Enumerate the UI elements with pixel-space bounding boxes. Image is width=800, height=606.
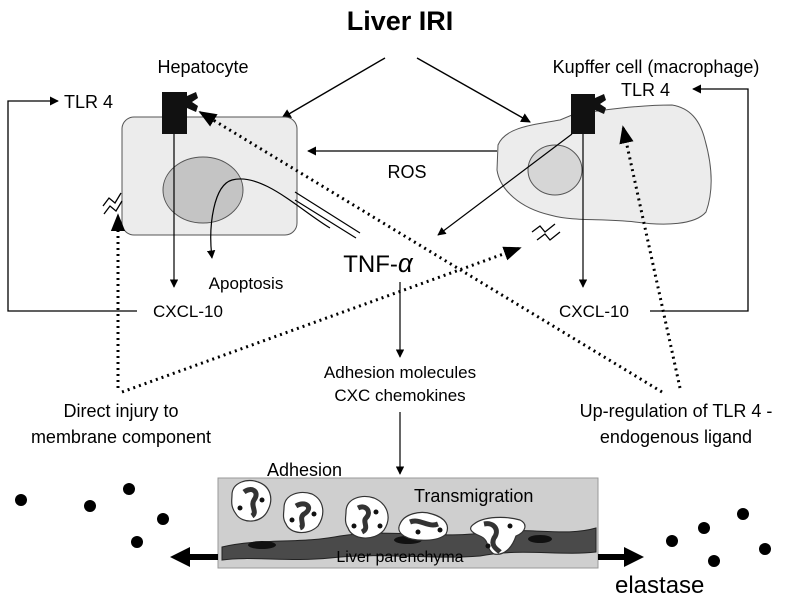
diagram-title: Liver IRI bbox=[347, 6, 454, 36]
upregulation-line2: endogenous ligand bbox=[600, 427, 752, 447]
neutrophil-1 bbox=[231, 479, 272, 522]
tnf-alpha-label: TNF-α bbox=[343, 248, 414, 278]
elastase-label: elastase bbox=[615, 572, 704, 599]
tnf-link-hepatocyte-b bbox=[294, 199, 357, 239]
cxc-chemokines-label: CXC chemokines bbox=[334, 386, 465, 405]
membrane-break-kupffer bbox=[531, 223, 561, 241]
tlr4-left-label: TLR 4 bbox=[64, 92, 113, 112]
ros-label: ROS bbox=[387, 162, 426, 182]
tlr4-right-label: TLR 4 bbox=[621, 80, 670, 100]
adhesion-molecules-label: Adhesion molecules bbox=[324, 363, 476, 382]
cxcl10-left-label: CXCL-10 bbox=[153, 302, 223, 321]
cxcl10-right-label: CXCL-10 bbox=[559, 302, 629, 321]
endothelial-nuclei bbox=[248, 535, 552, 549]
dotted-arrow-direct-to-kupffer bbox=[121, 246, 522, 394]
apoptosis-label: Apoptosis bbox=[209, 274, 284, 293]
upregulation-line1: Up-regulation of TLR 4 - bbox=[580, 401, 773, 421]
dotted-arrow-upreg-to-hepatocyte bbox=[198, 110, 663, 394]
tlr4-receptor-hepatocyte bbox=[162, 92, 198, 134]
arrow-iri-to-hepatocyte bbox=[281, 57, 386, 119]
neutrophil-4 bbox=[398, 511, 449, 541]
arrow-cxcl10-to-tlr4-right bbox=[650, 84, 749, 312]
arrow-cxcl10-to-tlr4-left bbox=[7, 96, 137, 312]
hepatocyte-label: Hepatocyte bbox=[157, 57, 248, 77]
neutrophil-3 bbox=[344, 495, 389, 539]
arrow-to-apoptosis bbox=[206, 178, 331, 259]
neutrophil-5 bbox=[470, 516, 526, 555]
arrow-kupffer-to-tnf bbox=[437, 133, 573, 236]
dotted-arrow-upreg-to-kupffer bbox=[619, 125, 682, 389]
hepatocyte-nucleus bbox=[162, 156, 244, 224]
membrane-break-hepatocyte bbox=[102, 192, 123, 215]
transmigration-label: Transmigration bbox=[414, 486, 533, 506]
arrow-right-elastase bbox=[598, 547, 644, 567]
elastase-dots-left bbox=[15, 483, 169, 548]
kupffer-label: Kupffer cell (macrophage) bbox=[553, 57, 760, 77]
tlr4-receptor-kupffer bbox=[571, 94, 606, 134]
elastase-dots-right bbox=[666, 508, 771, 567]
adhesion-label: Adhesion bbox=[267, 460, 342, 480]
arrow-iri-to-kupffer bbox=[416, 57, 531, 123]
tnf-link-hepatocyte-a bbox=[294, 191, 361, 234]
neutrophil-2 bbox=[282, 491, 324, 534]
direct-injury-line2: membrane component bbox=[31, 427, 211, 447]
liver-parenchyma-label: Liver parenchyma bbox=[336, 549, 463, 566]
direct-injury-line1: Direct injury to bbox=[63, 401, 178, 421]
arrow-left-elastase bbox=[170, 547, 218, 567]
kupffer-nucleus bbox=[527, 144, 583, 196]
